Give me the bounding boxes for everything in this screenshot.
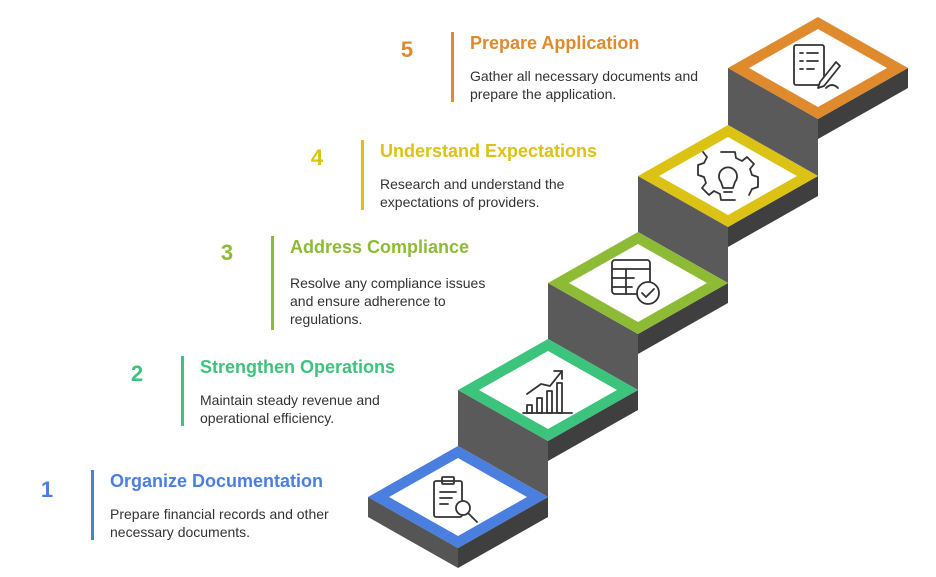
stair-risers	[368, 68, 908, 568]
stair-treads	[368, 17, 908, 548]
step-1-description: Prepare financial records and other nece…	[110, 506, 329, 540]
form-sign-icon	[793, 44, 841, 89]
riser-step-5-right	[818, 68, 908, 139]
step-4-number: 4	[310, 145, 324, 170]
step-4-description: Research and understand the expectations…	[380, 176, 565, 210]
riser-step-4-left	[638, 176, 728, 283]
step-5-description: Gather all necessary documents and prepa…	[470, 68, 699, 102]
step-5-title: Prepare Application	[470, 33, 640, 53]
step-4-title: Understand Expectations	[380, 141, 598, 161]
riser-step-5-left	[728, 68, 818, 176]
step-5-divider	[451, 32, 454, 102]
step-2-title: Strengthen Operations	[200, 357, 396, 377]
step-1-number: 1	[40, 477, 54, 502]
document-search-icon	[433, 476, 478, 523]
step-2-number: 2	[130, 361, 144, 386]
step-3-title: Address Compliance	[290, 237, 470, 257]
step-3-description: Resolve any compliance issues and ensure…	[290, 275, 486, 327]
riser-step-2-right	[548, 390, 638, 461]
riser-step-1-left	[368, 497, 458, 568]
step-3-number: 3	[220, 240, 234, 265]
riser-step-2-left	[458, 390, 548, 497]
riser-step-4-right	[728, 176, 818, 247]
gear-bulb-icon	[697, 151, 759, 201]
step-1-divider	[91, 470, 94, 540]
growth-chart-icon	[522, 370, 573, 414]
step-5-number: 5	[400, 37, 414, 62]
step-1-title: Organize Documentation	[110, 471, 324, 491]
step-4-divider	[361, 140, 364, 210]
riser-step-1-right	[458, 497, 548, 568]
riser-step-3-left	[548, 283, 638, 390]
step-2-description: Maintain steady revenue and operational …	[200, 392, 380, 426]
step-2-divider	[181, 356, 184, 426]
step-3-divider	[271, 236, 274, 330]
table-check-icon	[611, 259, 660, 305]
riser-step-3-right	[638, 283, 728, 354]
